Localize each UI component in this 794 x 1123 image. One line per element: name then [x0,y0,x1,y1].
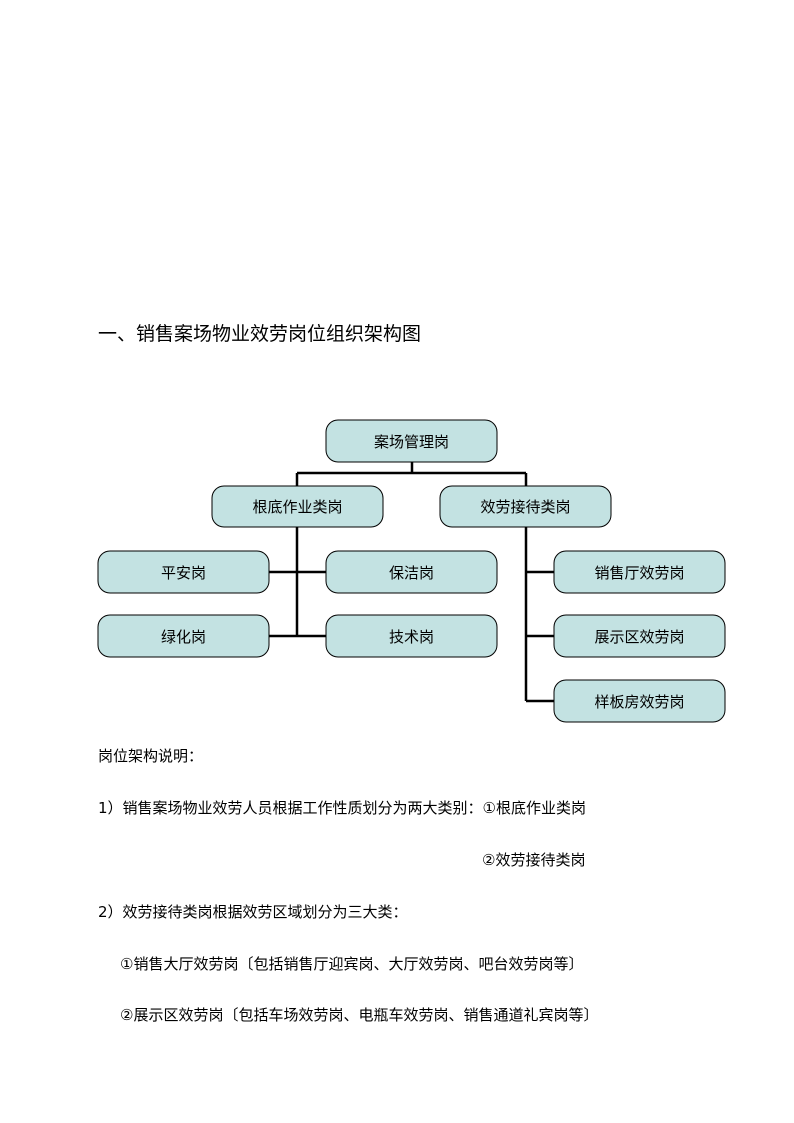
description-item-2-sub-1: ①销售大厅效劳岗〔包括销售厅迎宾岗、大厅效劳岗、吧台效劳岗等〕 [120,955,584,973]
org-node-ping-an-label: 平安岗 [161,564,206,582]
org-node-model-room-label: 样板房效劳岗 [594,693,684,711]
org-node-service-reception: 效劳接待类岗 [439,485,612,528]
section-heading: 一、销售案场物业效劳岗位组织架构图 [98,323,422,345]
org-node-ping-an: 平安岗 [97,550,270,594]
org-node-service-reception-label: 效劳接待类岗 [480,498,570,516]
description-title: 岗位架构说明： [98,747,204,765]
org-node-root-label: 案场管理岗 [374,433,449,451]
org-node-technical-label: 技术岗 [389,628,434,646]
org-node-basic-work: 根底作业类岗 [211,485,384,528]
org-node-technical: 技术岗 [325,614,498,658]
org-node-sales-hall: 销售厅效劳岗 [553,550,726,594]
org-node-sales-hall-label: 销售厅效劳岗 [594,564,684,582]
org-node-greening-label: 绿化岗 [161,628,206,646]
org-node-model-room: 样板房效劳岗 [553,679,726,723]
org-node-display-area-label: 展示区效劳岗 [594,628,684,646]
org-node-cleaning: 保洁岗 [325,550,498,594]
org-chart-connectors [269,462,554,703]
org-node-display-area: 展示区效劳岗 [553,614,726,658]
org-node-cleaning-label: 保洁岗 [389,564,434,582]
description-item-2-sub-2: ②展示区效劳岗〔包括车场效劳岗、电瓶车效劳岗、销售通道礼宾岗等〕 [120,1006,599,1024]
org-node-greening: 绿化岗 [97,614,270,658]
description-item-1-continued: ②效劳接待类岗 [482,851,586,869]
org-node-root: 案场管理岗 [325,419,498,463]
description-item-2: 2）效劳接待类岗根据效劳区域划分为三大类： [98,903,408,921]
description-item-1: 1）销售案场物业效劳人员根据工作性质划分为两大类别：①根底作业类岗 [98,799,586,817]
org-node-basic-work-label: 根底作业类岗 [252,498,342,516]
